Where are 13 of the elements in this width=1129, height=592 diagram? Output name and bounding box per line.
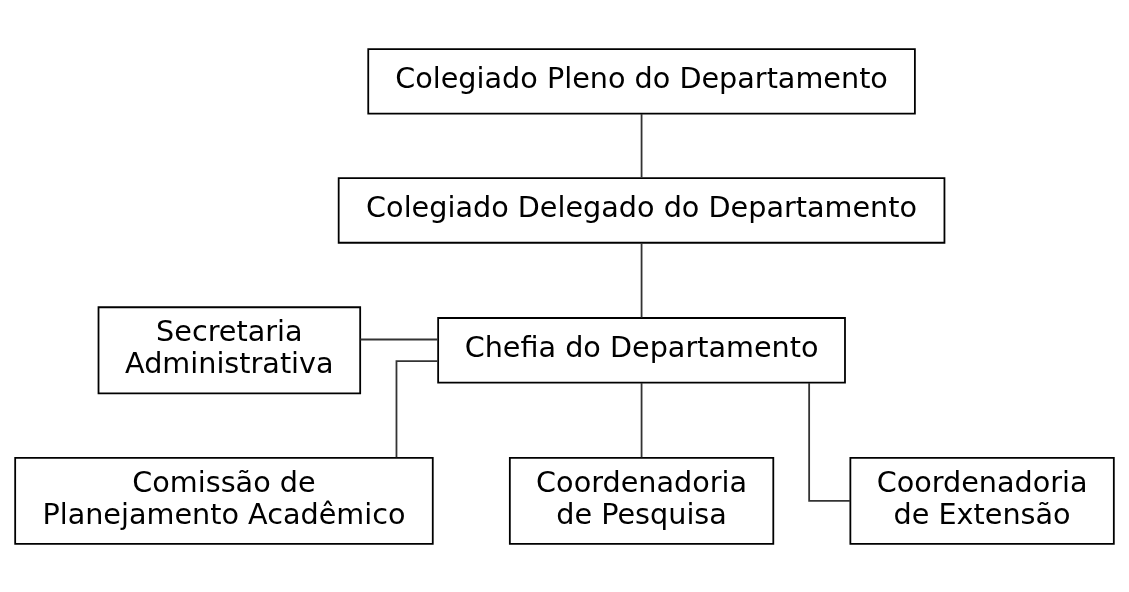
connector: [640, 112, 643, 178]
connector: [808, 381, 852, 502]
node-box: Coordenadoria de Extensão: [849, 456, 1115, 545]
connector: [359, 338, 439, 340]
node-box: Chefia do Departamento: [437, 316, 846, 383]
node-box: Colegiado Delegado do Departamento: [337, 176, 946, 244]
node-box: Coordenadoria de Pesquisa: [508, 456, 775, 545]
node-box: Comissão de Planejamento Acadêmico: [14, 456, 434, 545]
connector: [395, 359, 439, 458]
connector: [640, 241, 643, 318]
node-box: Colegiado Pleno do Departamento: [367, 47, 916, 115]
node-box: Secretaria Administrativa: [97, 305, 362, 394]
connector: [640, 381, 643, 458]
